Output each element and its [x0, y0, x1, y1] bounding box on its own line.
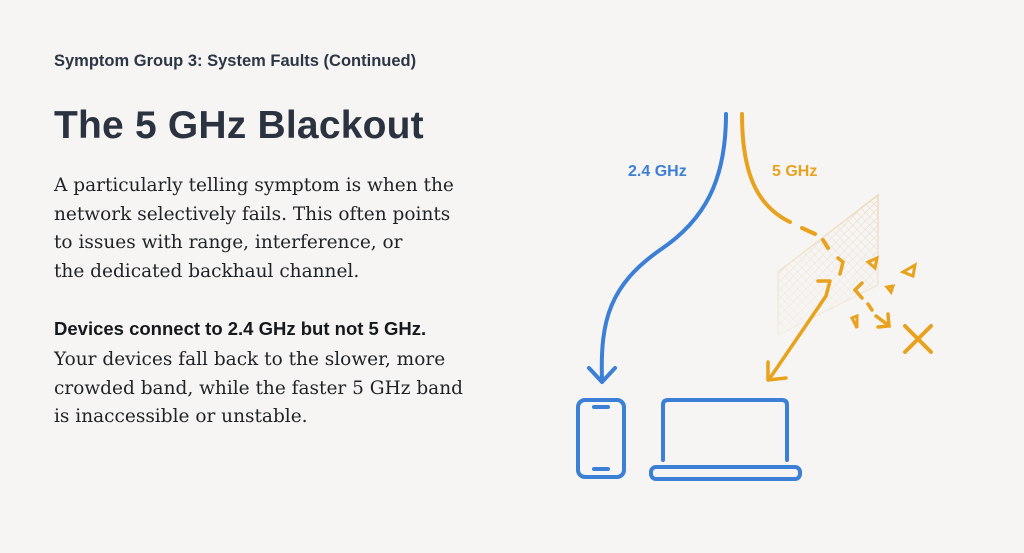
detail-line: crowded band, while the faster 5 GHz ban… [54, 377, 463, 399]
detail-line: Your devices fall back to the slower, mo… [54, 349, 446, 370]
intro-line: the dedicated backhaul channel. [54, 260, 360, 282]
section-eyebrow: Symptom Group 3: System Faults (Continue… [54, 52, 417, 70]
interference-wall [777, 193, 879, 337]
band-24-path [587, 112, 728, 384]
band-5-label: 5 GHz [772, 163, 817, 180]
band-5-path [740, 112, 918, 382]
intro-line: A particularly telling symptom is when t… [54, 175, 454, 196]
phone-icon [576, 398, 626, 479]
intro-line: to issues with range, interference, or [54, 232, 403, 253]
intro-line: network selectively fails. This often po… [54, 203, 451, 225]
band-24-label: 2.4 GHz [628, 163, 687, 180]
detail-line: is inaccessible or unstable. [54, 406, 308, 427]
arrow-down-left-icon [766, 360, 788, 382]
laptop-icon [649, 398, 802, 481]
arrow-down-icon [587, 366, 617, 384]
slide-title: The 5 GHz Blackout [54, 104, 424, 147]
intro-paragraph: A particularly telling symptom is when t… [54, 172, 494, 286]
symptom-detail: Your devices fall back to the slower, mo… [54, 346, 494, 432]
symptom-lead: Devices connect to 2.4 GHz but not 5 GHz… [54, 318, 427, 339]
failure-x-icon [903, 324, 933, 354]
